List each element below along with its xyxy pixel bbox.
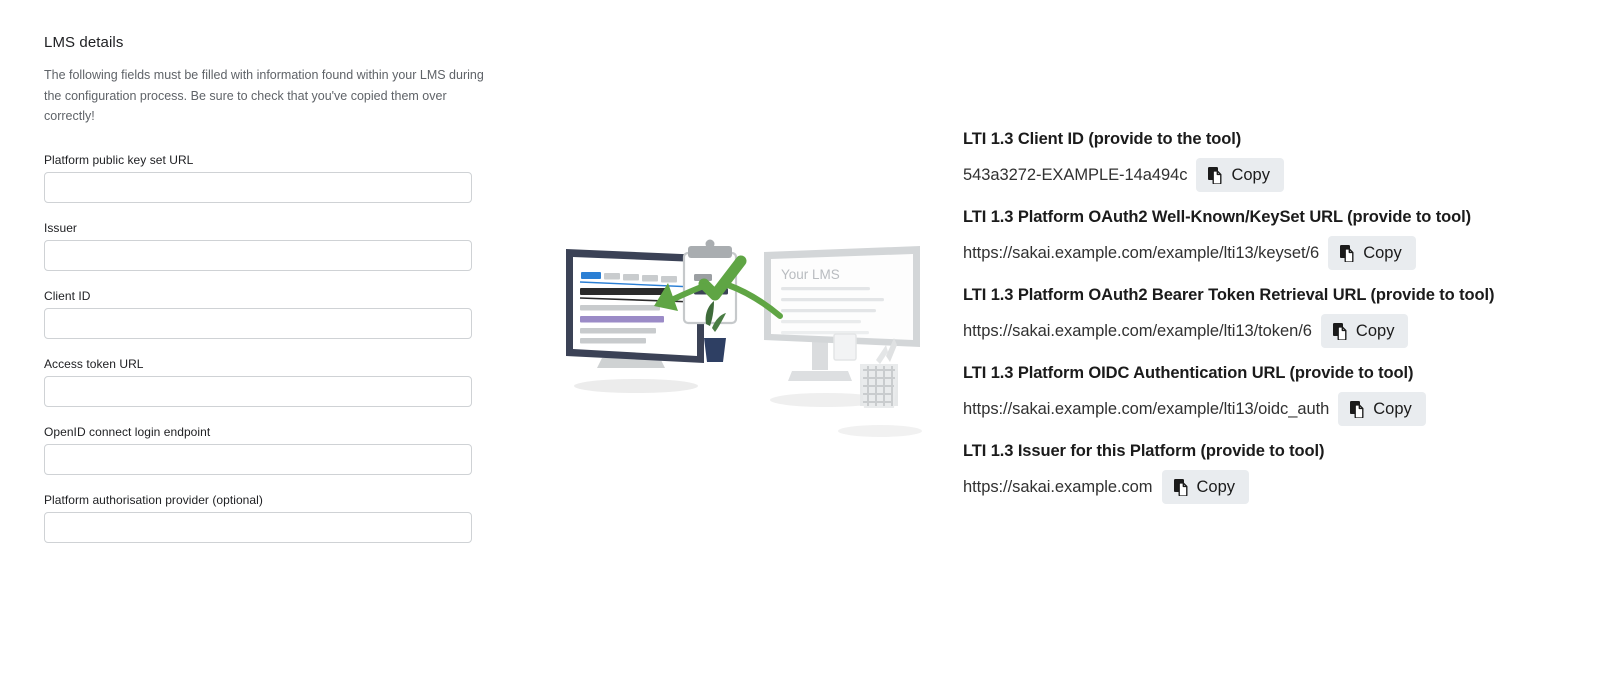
lms-details-panel: LMS details The following fields must be…	[44, 34, 504, 561]
copy-icon	[1340, 244, 1356, 262]
copy-button-token-url[interactable]: Copy	[1320, 314, 1409, 348]
lti-heading-issuer: LTI 1.3 Issuer for this Platform (provid…	[963, 442, 1325, 460]
label-client-id: Client ID	[44, 288, 91, 303]
lti-heading-oidc-auth-url: LTI 1.3 Platform OIDC Authentication URL…	[963, 364, 1414, 382]
lti-entry-keyset-url: LTI 1.3 Platform OAuth2 Well-Known/KeySe…	[963, 206, 1593, 274]
copy-icon	[1173, 478, 1190, 496]
lti-value-issuer: https://sakai.example.com	[963, 478, 1153, 496]
label-access-token-url: Access token URL	[44, 356, 144, 371]
lti-entry-oidc-auth-url: LTI 1.3 Platform OIDC Authentication URL…	[963, 362, 1593, 430]
lti-entry-issuer: LTI 1.3 Issuer for this Platform (provid…	[963, 440, 1593, 508]
label-openid-connect-login-endpoint: OpenID connect login endpoint	[44, 424, 211, 439]
lti-heading-client-id: LTI 1.3 Client ID (provide to the tool)	[963, 130, 1242, 148]
copy-icon	[1350, 400, 1366, 418]
green-arrow-left	[654, 283, 707, 311]
green-check-icon	[698, 255, 747, 301]
copy-button-client-id[interactable]: Copy	[1196, 158, 1284, 192]
lti-row-token-url: https://sakai.example.com/example/lti13/…	[963, 310, 1593, 352]
green-arrow-right	[725, 282, 783, 319]
label-issuer: Issuer	[44, 220, 77, 235]
lti-value-keyset-url: https://sakai.example.com/example/lti13/…	[963, 244, 1320, 262]
copy-button-issuer[interactable]: Copy	[1161, 470, 1250, 504]
copy-button-label: Copy	[1355, 322, 1395, 340]
lti-entry-token-url: LTI 1.3 Platform OAuth2 Bearer Token Ret…	[963, 284, 1593, 352]
input-openid-connect-login-endpoint[interactable]	[44, 443, 472, 475]
field-client-id: Client ID	[44, 289, 504, 339]
field-issuer: Issuer	[44, 221, 504, 271]
pencil-cup-illustration	[833, 333, 898, 408]
lti-row-oidc-auth-url: https://sakai.example.com/example/lti13/…	[963, 388, 1593, 430]
copy-icon	[1208, 166, 1224, 184]
input-issuer[interactable]	[44, 239, 472, 271]
page-title: LMS details	[44, 34, 124, 51]
lti-value-client-id: 543a3272-EXAMPLE-14a494c	[963, 166, 1188, 184]
lms-configuration-illustration: Your LMS	[528, 188, 940, 472]
lti-value-token-url: https://sakai.example.com/example/lti13/…	[963, 322, 1312, 340]
input-client-id[interactable]	[44, 307, 472, 339]
right-monitor-illustration: Your LMS	[764, 246, 920, 381]
lti-row-issuer: https://sakai.example.com Copy	[963, 466, 1593, 508]
input-platform-authorisation-provider[interactable]	[44, 511, 472, 543]
plant-illustration	[704, 301, 726, 362]
label-platform-authorisation-provider: Platform authorisation provider (optiona…	[44, 492, 263, 507]
form-description: The following fields must be filled with…	[44, 68, 484, 123]
copy-button-keyset-url[interactable]: Copy	[1328, 236, 1416, 270]
input-access-token-url[interactable]	[44, 375, 472, 407]
lti-row-keyset-url: https://sakai.example.com/example/lti13/…	[963, 232, 1593, 274]
lti-details-panel: LTI 1.3 Client ID (provide to the tool) …	[963, 128, 1593, 508]
field-openid-connect-login-endpoint: OpenID connect login endpoint	[44, 425, 504, 475]
copy-button-label: Copy	[1373, 400, 1412, 418]
copy-button-oidc-auth-url[interactable]: Copy	[1338, 392, 1426, 426]
lti-row-client-id: 543a3272-EXAMPLE-14a494c Copy	[963, 154, 1593, 196]
field-platform-authorisation-provider: Platform authorisation provider (optiona…	[44, 493, 504, 543]
left-monitor-illustration	[566, 249, 704, 368]
lti-heading-keyset-url: LTI 1.3 Platform OAuth2 Well-Known/KeySe…	[963, 208, 1471, 226]
copy-button-label: Copy	[1363, 244, 1402, 262]
field-platform-public-key-set-url: Platform public key set URL	[44, 153, 504, 203]
label-platform-public-key-set-url: Platform public key set URL	[44, 152, 194, 167]
lti-entry-client-id: LTI 1.3 Client ID (provide to the tool) …	[963, 128, 1593, 196]
lti-value-oidc-auth-url: https://sakai.example.com/example/lti13/…	[963, 400, 1330, 418]
lti-heading-token-url: LTI 1.3 Platform OAuth2 Bearer Token Ret…	[963, 286, 1495, 304]
input-platform-public-key-set-url[interactable]	[44, 171, 472, 203]
copy-icon	[1332, 322, 1349, 340]
field-access-token-url: Access token URL	[44, 357, 504, 407]
copy-button-label: Copy	[1196, 478, 1236, 496]
copy-button-label: Copy	[1231, 166, 1270, 184]
right-monitor-screen-label: Your LMS	[781, 267, 840, 282]
